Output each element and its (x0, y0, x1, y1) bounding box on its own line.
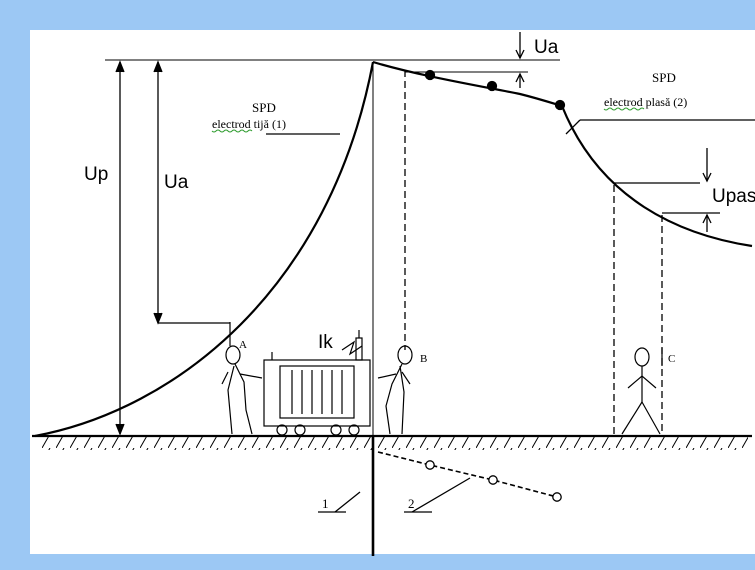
ua-left-label: Ua (164, 172, 189, 193)
spd1-title: SPD (252, 100, 276, 115)
spellcheck-underlines (211, 107, 645, 133)
ua-top-dimension (515, 32, 525, 88)
ik-label: Ik (318, 332, 333, 353)
mesh-node-1 (424, 69, 436, 81)
ground (32, 434, 752, 450)
upas-dimension (614, 148, 720, 232)
point-b-label: B (420, 353, 427, 365)
person-a-figure (221, 322, 263, 435)
diagram-background (30, 30, 755, 554)
spd2-subtitle: electrod plasă (2) (604, 95, 687, 109)
label-2-leader (411, 477, 471, 513)
point-c-label: C (668, 353, 675, 365)
mesh-electrode-2 (377, 451, 562, 502)
spd2-title: SPD (652, 70, 676, 85)
electrode-2-label: 2 (408, 496, 415, 511)
person-c-figure (621, 347, 663, 435)
spd2-leader-diagonal (565, 119, 581, 135)
up-dimension (115, 60, 125, 436)
mesh-node-2 (486, 80, 498, 92)
ground-hatching (38, 437, 748, 450)
up-label: Up (84, 164, 108, 185)
ua-left-dimension (153, 60, 230, 325)
ua-top-label: Ua (534, 37, 559, 58)
upas-label: Upas (712, 186, 755, 207)
transformer-unit (263, 330, 371, 436)
rod-potential-curve (34, 61, 375, 438)
point-a-label: A (239, 339, 247, 351)
person-b-figure (377, 345, 413, 435)
electrode-1-label: 1 (322, 496, 329, 511)
label-1-leader (334, 491, 361, 513)
spd1-subtitle: electrod tijă (1) (212, 117, 286, 131)
mesh-node-3 (554, 99, 566, 111)
